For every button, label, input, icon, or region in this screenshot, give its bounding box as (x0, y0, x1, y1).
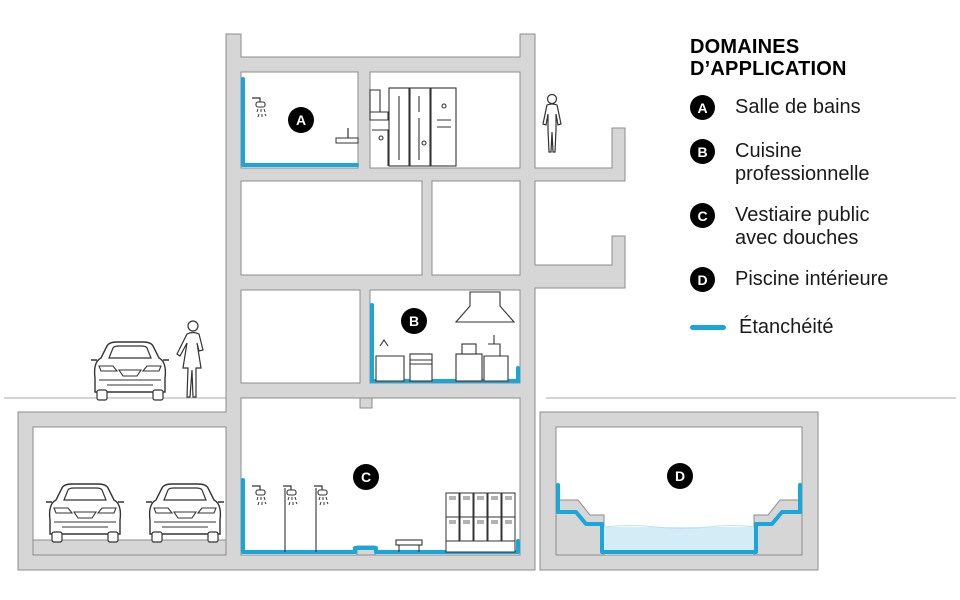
marker-a: A (288, 107, 314, 133)
parking-floor (32, 539, 227, 556)
car-icon-right (145, 483, 225, 543)
marker-c-label: C (361, 469, 371, 485)
column-stub (359, 397, 373, 409)
bathroom-fixtures (251, 97, 359, 144)
legend-badge-c: C (690, 203, 715, 228)
kitchen-equipment (375, 291, 516, 382)
kitchen-units-top (369, 87, 457, 167)
legend-title: DOMAINES D’APPLICATION (690, 36, 847, 80)
marker-d-label: D (675, 468, 685, 484)
pool-water-surface (603, 525, 755, 529)
legend-badge-d: D (690, 267, 715, 292)
legend-item-c: C Vestiaire public avec douches (690, 203, 950, 250)
legend-badge-a: A (690, 95, 715, 120)
bench (395, 539, 423, 552)
lockers (445, 492, 516, 553)
legend-label-c: Vestiaire public avec douches (735, 204, 870, 249)
legend-item-a: A Salle de bains (690, 95, 950, 120)
legend-item-waterproofing: Étanchéité (690, 316, 950, 339)
marker-c: C (353, 464, 379, 490)
legend-badge-b: B (690, 139, 715, 164)
person-icon (542, 93, 562, 153)
pool-deck-left (555, 499, 605, 556)
woman-icon (176, 320, 204, 398)
marker-b: B (401, 308, 427, 334)
marker-a-label: A (296, 112, 306, 128)
waterproofing-swatch (690, 325, 726, 330)
showers (251, 485, 329, 552)
pool-water (604, 527, 754, 554)
legend-label-d: Piscine intérieure (735, 268, 889, 290)
car-icon-left (45, 483, 125, 543)
pool-deck-right (753, 499, 803, 556)
legend-label-a: Salle de bains (735, 96, 861, 118)
legend-label-b: Cuisine professionnelle (735, 140, 870, 185)
legend-label-waterproofing: Étanchéité (739, 316, 834, 338)
car-icon-street (90, 341, 170, 401)
marker-d: D (667, 463, 693, 489)
legend-item-b: B Cuisine professionnelle (690, 139, 950, 186)
legend-item-d: D Piscine intérieure (690, 267, 950, 292)
marker-b-label: B (409, 313, 419, 329)
